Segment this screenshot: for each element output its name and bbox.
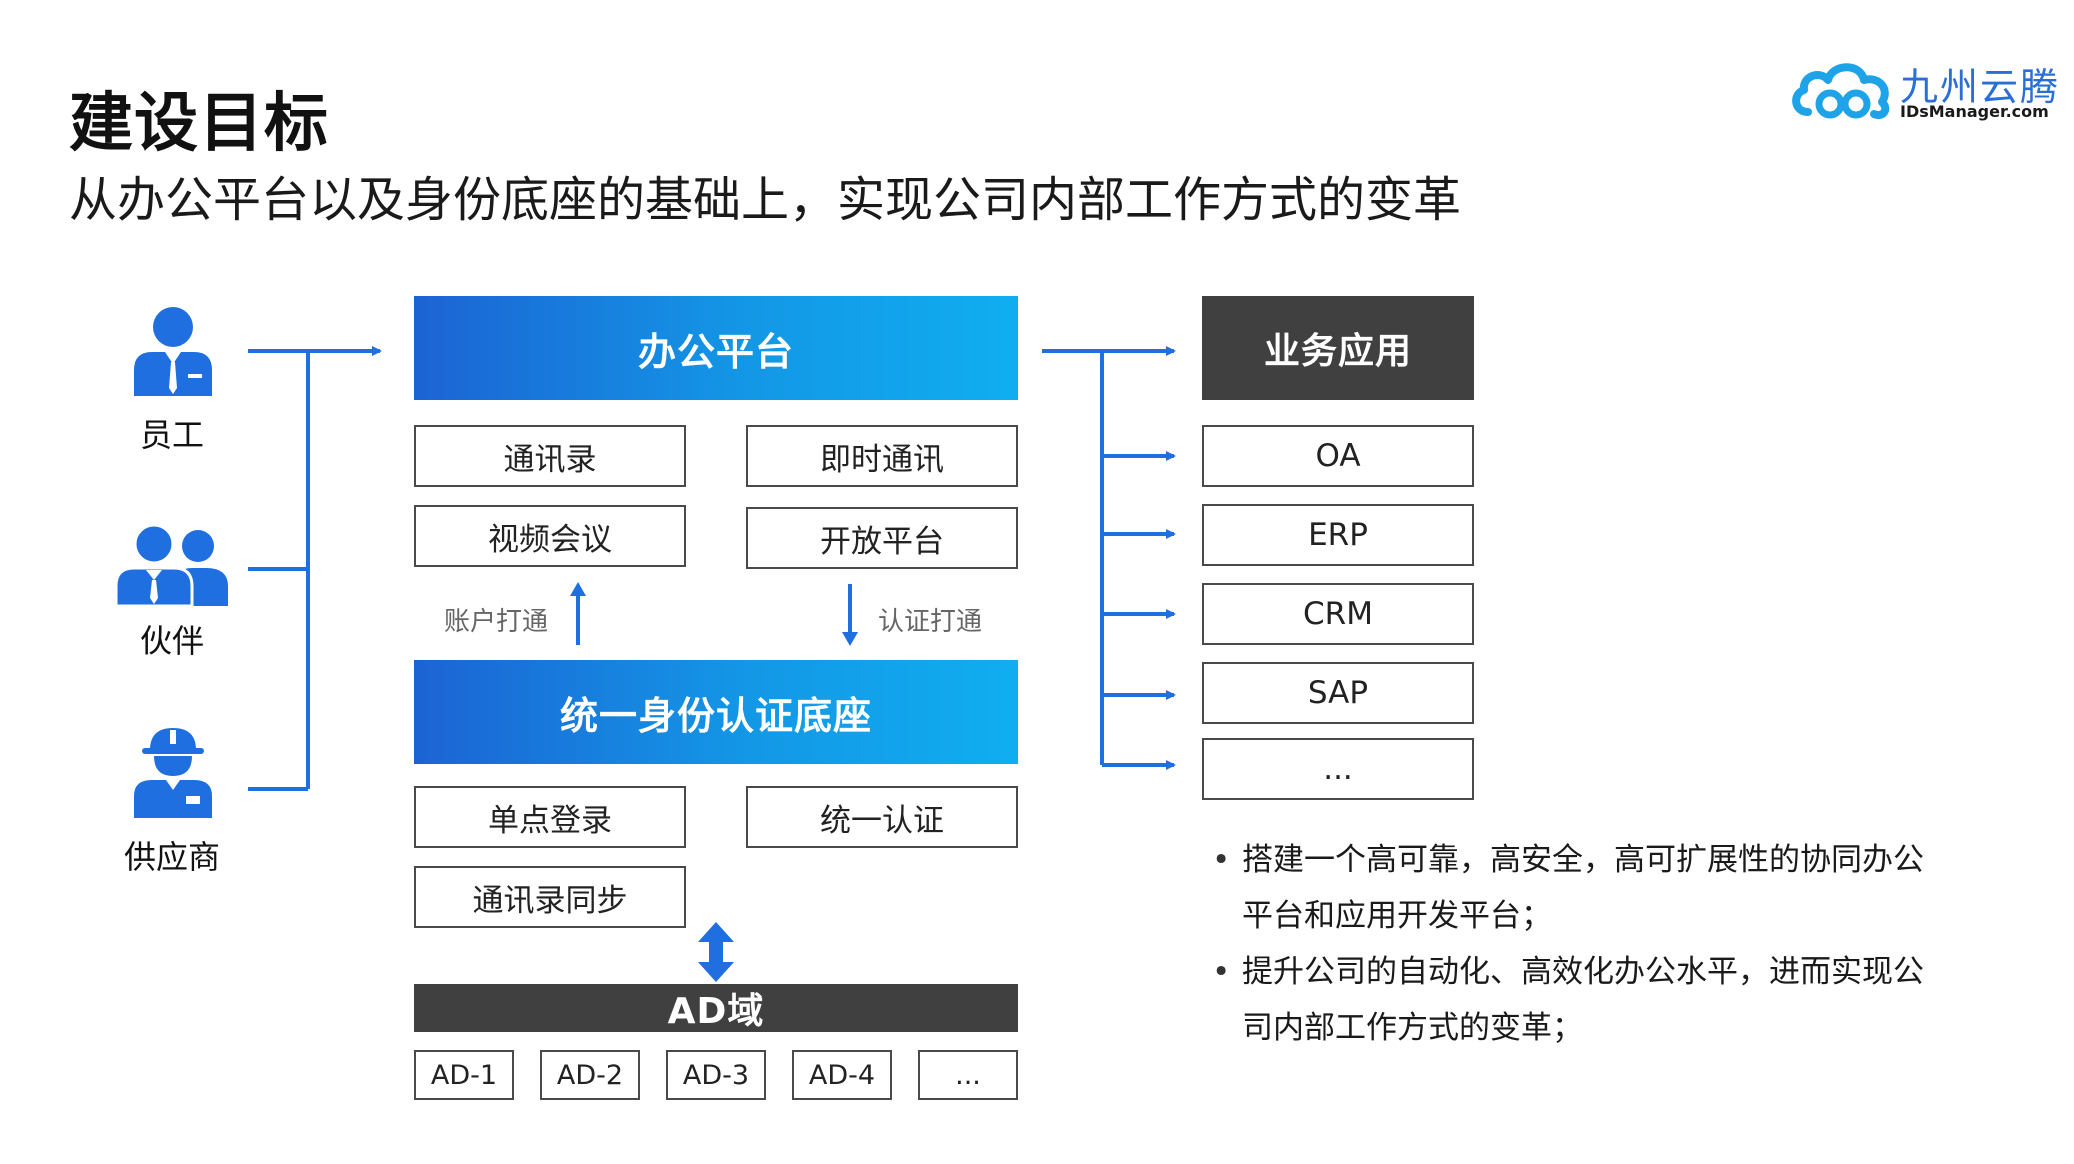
actor-label-employee: 员工 bbox=[139, 416, 205, 454]
office-item-im: 即时通讯 bbox=[746, 425, 1018, 487]
app-item-crm: CRM bbox=[1202, 583, 1474, 645]
goal-bullet-list: 搭建一个高可靠，高安全，高可扩展性的协同办公平台和应用开发平台； 提升公司的自动… bbox=[1212, 832, 1952, 1056]
business-apps-header: 业务应用 bbox=[1202, 296, 1474, 400]
ad-item-3: AD-3 bbox=[666, 1050, 766, 1100]
employee-icon bbox=[134, 307, 212, 396]
partner-icon bbox=[114, 524, 228, 608]
app-item-erp: ERP bbox=[1202, 504, 1474, 566]
supplier-icon bbox=[134, 728, 212, 818]
app-item-oa: OA bbox=[1202, 425, 1474, 487]
logo-text-cn: 九州云腾 bbox=[1900, 65, 2061, 109]
actor-label-partner: 伙伴 bbox=[139, 622, 205, 660]
app-item-more: ... bbox=[1202, 738, 1474, 800]
ad-domain-header: AD域 bbox=[414, 984, 1018, 1032]
actor-label-supplier: 供应商 bbox=[123, 838, 221, 876]
office-platform-header: 办公平台 bbox=[414, 296, 1018, 400]
goal-bullet: 提升公司的自动化、高效化办公水平，进而实现公司内部工作方式的变革； bbox=[1212, 944, 1952, 1056]
account-sync-label: 账户打通 bbox=[444, 607, 549, 637]
app-item-sap: SAP bbox=[1202, 662, 1474, 724]
ad-item-2: AD-2 bbox=[540, 1050, 640, 1100]
logo-text-en: IDsManager.com bbox=[1900, 102, 2049, 121]
auth-sync-label: 认证打通 bbox=[878, 607, 983, 637]
identity-item-contacts-sync: 通讯录同步 bbox=[414, 866, 686, 928]
ad-item-1: AD-1 bbox=[414, 1050, 514, 1100]
office-item-video: 视频会议 bbox=[414, 505, 686, 567]
identity-base-header: 统一身份认证底座 bbox=[414, 660, 1018, 764]
page-title: 建设目标 bbox=[69, 87, 329, 161]
ad-item-more: ... bbox=[918, 1050, 1018, 1100]
office-item-open-platform: 开放平台 bbox=[746, 507, 1018, 569]
cloud-logo-icon bbox=[1792, 63, 1890, 119]
goal-bullet: 搭建一个高可靠，高安全，高可扩展性的协同办公平台和应用开发平台； bbox=[1212, 832, 1952, 944]
page-subtitle: 从办公平台以及身份底座的基础上，实现公司内部工作方式的变革 bbox=[69, 172, 1462, 228]
identity-item-sso: 单点登录 bbox=[414, 786, 686, 848]
identity-item-unified-auth: 统一认证 bbox=[746, 786, 1018, 848]
ad-item-4: AD-4 bbox=[792, 1050, 892, 1100]
office-item-contacts: 通讯录 bbox=[414, 425, 686, 487]
